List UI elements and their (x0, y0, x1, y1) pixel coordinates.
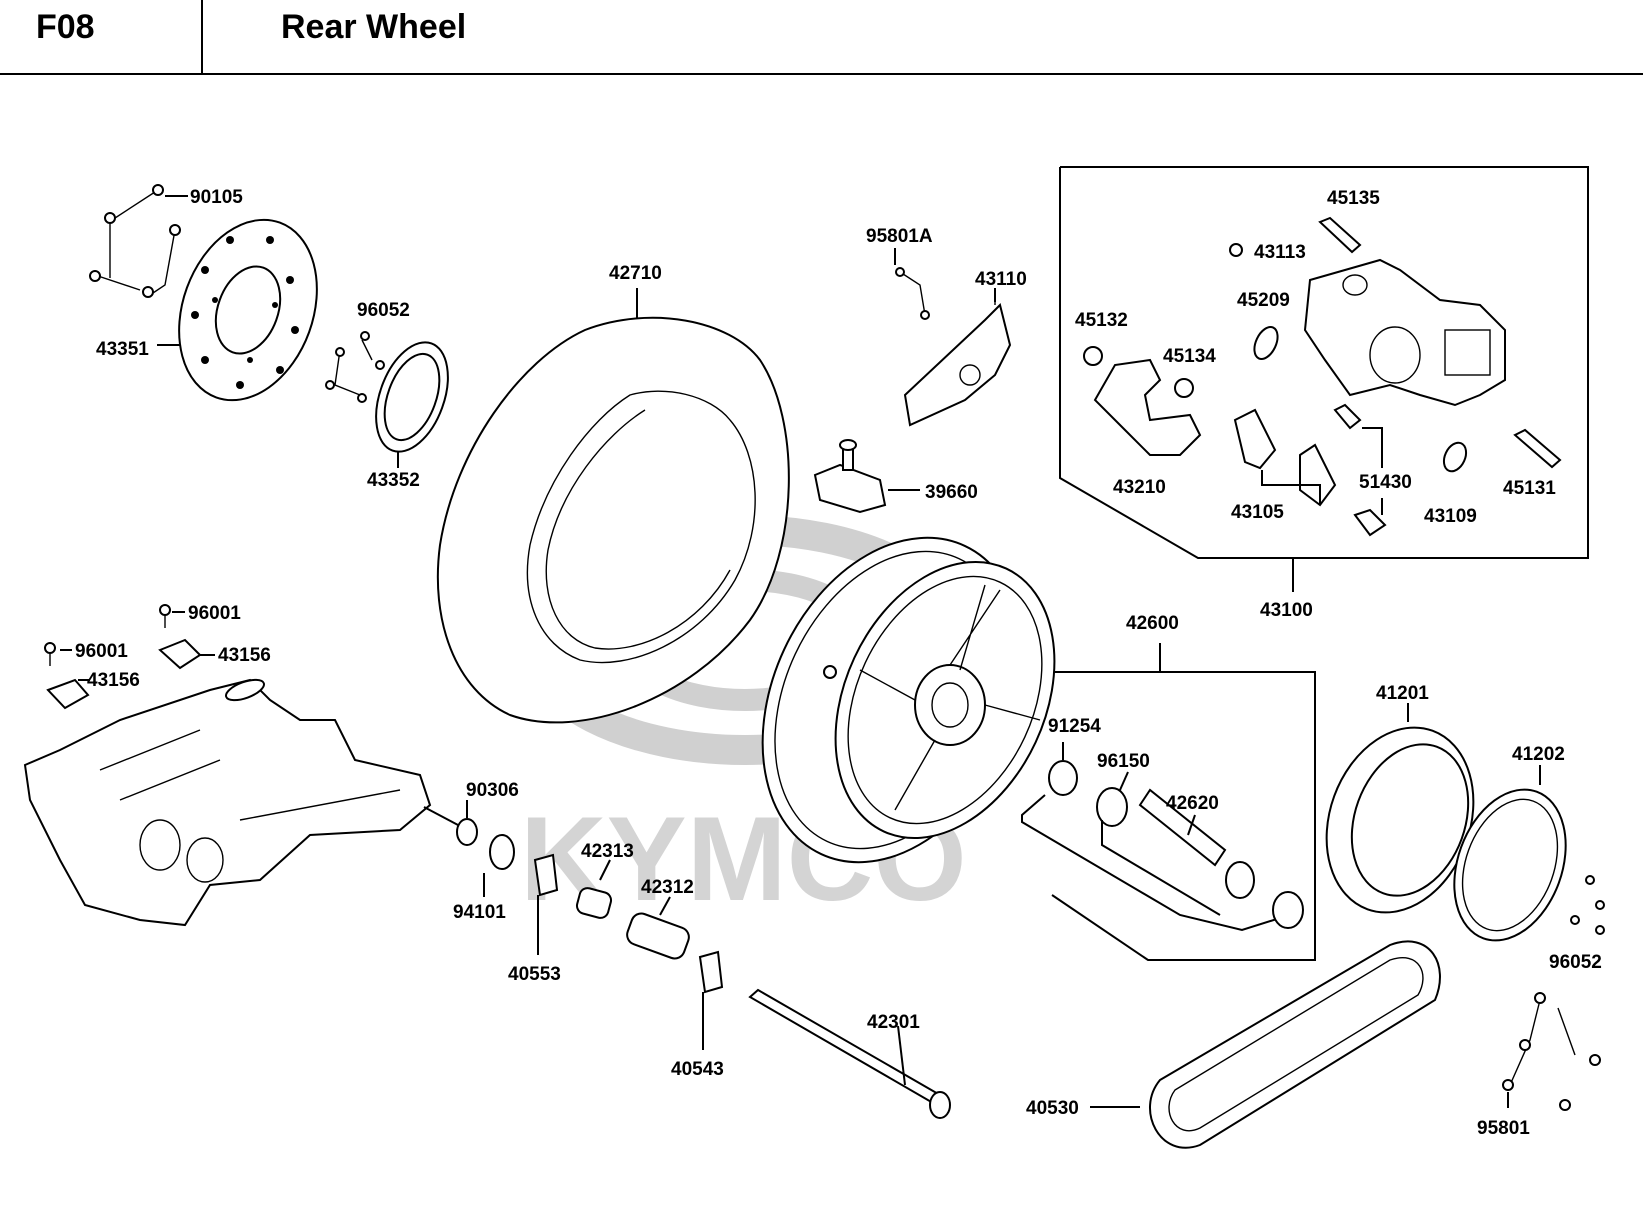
label-90105: 90105 (190, 187, 243, 208)
disc-bolts (89, 184, 181, 298)
label-43100: 43100 (1260, 600, 1313, 621)
oil-seal-right (1272, 891, 1304, 929)
cover-bolts (1570, 875, 1605, 935)
label-90306: 90306 (466, 780, 519, 801)
seal-45209 (1253, 326, 1279, 360)
label-40543: 40543 (671, 1059, 724, 1080)
swing-arm (23, 678, 432, 927)
header-divider (201, 0, 203, 73)
caliper-body (1303, 258, 1506, 407)
distance-collar-42620 (1138, 788, 1227, 867)
sensor-ring (375, 341, 449, 453)
label-43352: 43352 (367, 470, 420, 491)
ring-bolts (325, 331, 385, 403)
label-96001-b: 96001 (75, 641, 128, 662)
label-43156: 43156 (218, 645, 271, 666)
label-43110: 43110 (975, 269, 1027, 290)
pin-45134 (1174, 378, 1194, 398)
tire-valve (813, 439, 887, 514)
hub-assembly-box (1051, 671, 1316, 961)
label-45131: 45131 (1503, 478, 1556, 499)
nut-90306 (456, 818, 478, 846)
label-40530: 40530 (1026, 1098, 1079, 1119)
label-45135: 45135 (1327, 188, 1380, 209)
label-42301: 42301 (867, 1012, 920, 1033)
rear-axle-42301 (748, 988, 951, 1119)
tire (436, 288, 790, 724)
bearing-right (1225, 861, 1255, 899)
label-96052: 96052 (357, 300, 410, 321)
label-45134: 45134 (1163, 346, 1216, 367)
label-41201: 41201 (1376, 683, 1429, 704)
caliper-support-43210 (1093, 358, 1202, 456)
caliper-bracket (895, 267, 1012, 427)
label-95801A: 95801A (866, 226, 933, 247)
label-96001: 96001 (188, 603, 241, 624)
label-39660: 39660 (925, 482, 978, 503)
adjuster-40553 (533, 853, 559, 897)
label-42620: 42620 (1166, 793, 1219, 814)
bolt-45131 (1513, 428, 1562, 469)
adjuster-40543 (698, 950, 724, 994)
page-title: Rear Wheel (281, 8, 467, 46)
label-43210: 43210 (1113, 477, 1166, 498)
bearing-96150 (1096, 787, 1128, 827)
figure-code: F08 (36, 8, 95, 46)
washer-94101 (489, 834, 515, 870)
label-40553: 40553 (508, 964, 561, 985)
collar-42312 (626, 912, 690, 960)
belt-cover-bolts (1502, 992, 1601, 1111)
label-42313: 42313 (581, 841, 634, 862)
label-94101: 94101 (453, 902, 506, 923)
brake-pads-43105 (1233, 408, 1337, 507)
label-43105: 43105 (1231, 502, 1284, 523)
washer-43109 (1442, 441, 1468, 473)
label-43113: 43113 (1254, 242, 1306, 263)
label-42710: 42710 (609, 263, 662, 284)
belt-pulley-41201 (1325, 726, 1475, 914)
cover-41202 (1453, 788, 1567, 942)
label-96052-b: 96052 (1549, 952, 1602, 973)
label-43156-b: 43156 (87, 670, 140, 691)
label-95801: 95801 (1477, 1118, 1530, 1139)
page-header: F08 Rear Wheel (0, 0, 1643, 75)
wheel-rim (761, 536, 1056, 864)
bleeder-43113 (1229, 243, 1243, 257)
label-42600: 42600 (1126, 613, 1179, 634)
label-43109: 43109 (1424, 506, 1477, 527)
label-45132: 45132 (1075, 310, 1128, 331)
caliper-assembly-box (1059, 166, 1589, 559)
label-51430: 51430 (1359, 472, 1412, 493)
label-91254: 91254 (1048, 716, 1101, 737)
pad-springs-51430 (1333, 403, 1387, 537)
collar-42313 (575, 887, 613, 919)
oil-seal-91254 (1048, 760, 1078, 796)
label-45209: 45209 (1237, 290, 1290, 311)
drive-belt-40530 (1149, 940, 1441, 1149)
label-42312: 42312 (641, 877, 694, 898)
label-96150: 96150 (1097, 751, 1150, 772)
label-41202: 41202 (1512, 744, 1565, 765)
label-43351: 43351 (96, 339, 149, 360)
nut-45132 (1083, 346, 1103, 366)
caliper-bolt-45135 (1318, 216, 1362, 254)
brake-disc (178, 218, 318, 402)
